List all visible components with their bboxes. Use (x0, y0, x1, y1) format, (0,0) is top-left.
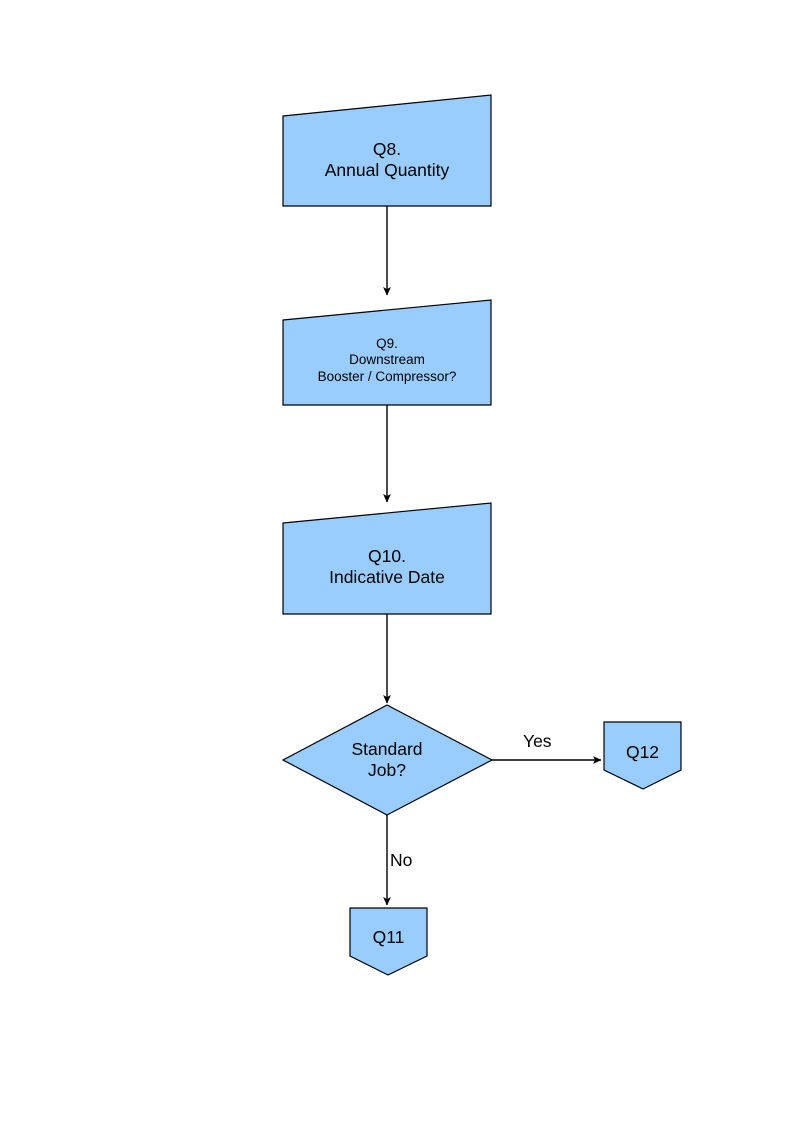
edge-label-yes: Yes (523, 731, 552, 751)
node-q8-shape[interactable] (282, 94, 492, 207)
node-decision-shape[interactable] (281, 704, 494, 816)
node-q9-shape[interactable] (282, 299, 492, 406)
node-q10-shape[interactable] (282, 502, 492, 615)
node-q11-shape[interactable] (349, 907, 428, 976)
edge-label-no: No (390, 850, 413, 870)
node-q12-shape[interactable] (603, 721, 682, 790)
